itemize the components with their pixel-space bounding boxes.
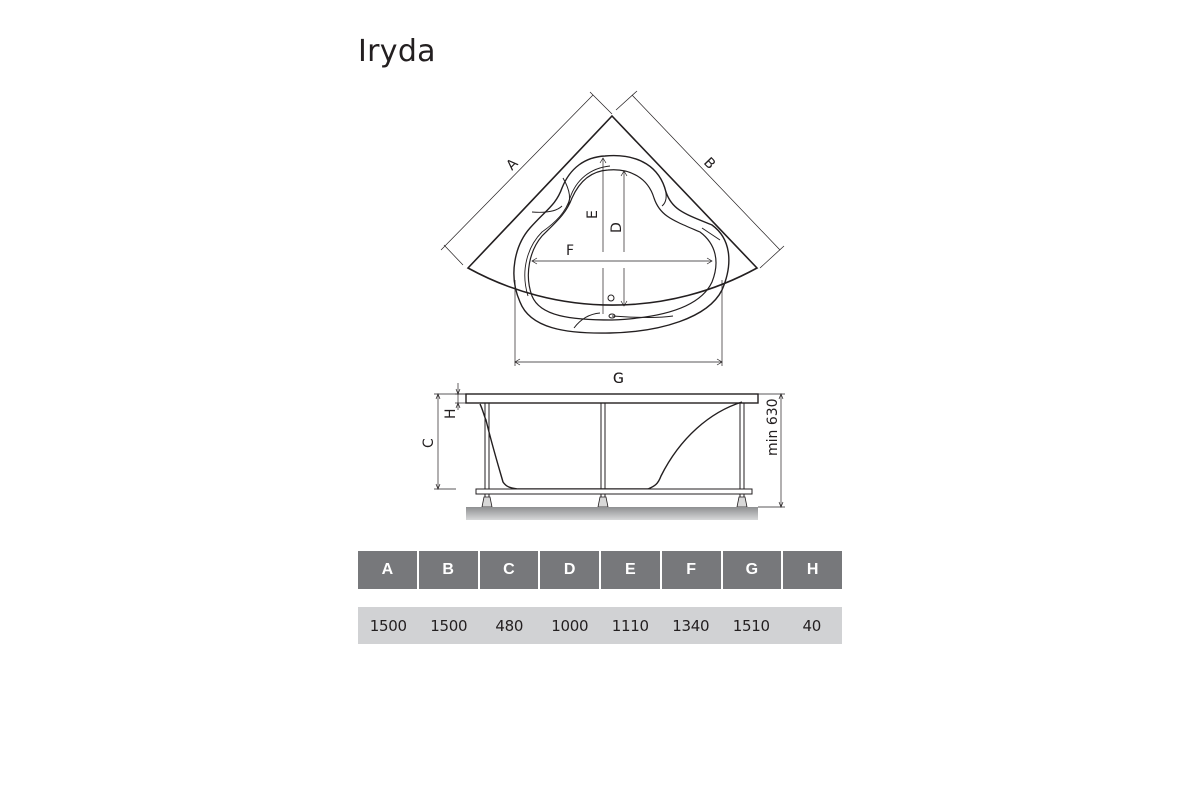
label-G-top: G [613,371,624,387]
value-cell-G: 1510 [732,616,770,635]
product-title: Iryda [358,34,436,69]
header-cell-F: F [659,551,721,589]
tub-outline-top [466,114,759,306]
label-E: E [585,210,601,219]
side-view [465,393,759,508]
header-cell-E: E [599,551,660,589]
header-cell-G: G [720,551,782,589]
label-B: B [700,155,718,173]
tub-basin [527,169,717,321]
floor [466,507,758,520]
header-cell-C: C [477,551,539,589]
tub-rim [513,154,730,334]
label-H: H [443,408,459,419]
label-A: A [503,155,521,173]
label-G-side: G [613,371,624,387]
value-cell-E: 1110 [611,616,649,635]
label-C: C [421,438,437,448]
label-F: F [566,243,574,259]
header-cell-B: B [416,551,478,589]
header-cell-A: A [381,561,394,578]
value-cell-B: 1500 [430,616,468,635]
dimensions-table: A B C D E F G H 1500 1500 480 1000 1110 … [358,551,842,644]
value-cell-F: 1340 [672,616,710,635]
value-cell-A: 1500 [369,616,407,635]
table-header-row: A B C D E F G H [358,551,842,589]
side-view-dimensions [434,383,785,508]
value-cell-C: 480 [495,616,524,635]
top-view [466,114,759,334]
table-values-row: 1500 1500 480 1000 1110 1340 1510 40 [358,607,842,644]
label-min-height: min 630 [765,398,781,456]
value-cell-D: 1000 [551,616,589,635]
label-D: D [609,222,625,233]
technical-drawing: A B E D F G [421,90,785,520]
header-cell-D: D [538,551,599,589]
header-cell-H: H [781,551,842,589]
value-cell-H: 40 [802,616,822,635]
top-view-dimensions [440,90,785,366]
